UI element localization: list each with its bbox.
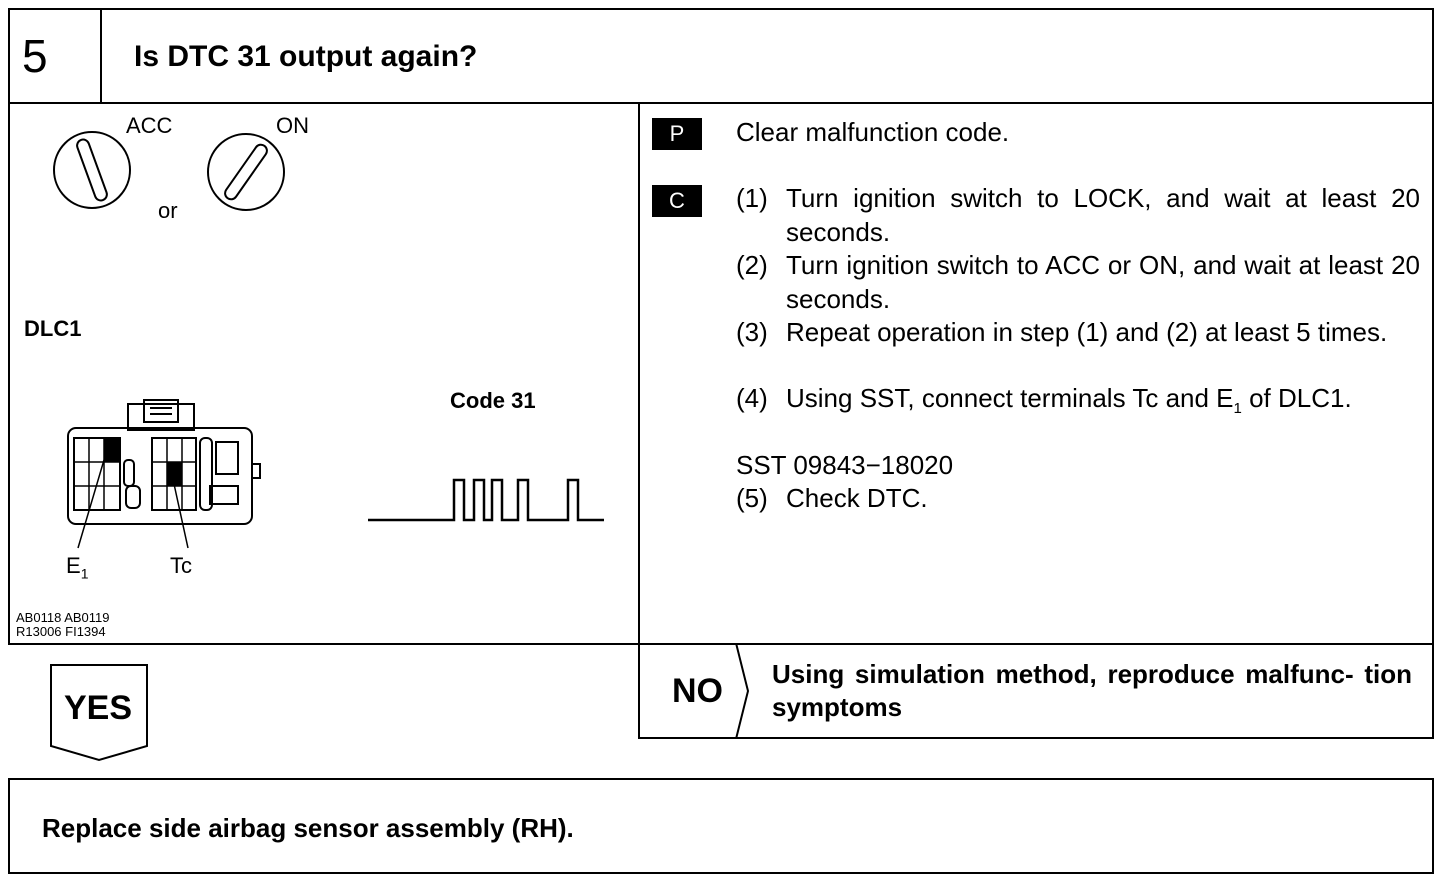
list-item: (5) Check DTC. bbox=[736, 482, 1420, 516]
terminal-e1-text: E bbox=[66, 553, 81, 578]
or-label: or bbox=[158, 198, 178, 223]
no-label: NO bbox=[672, 672, 723, 710]
on-label: ON bbox=[276, 113, 309, 138]
list-item: (4) Using SST, connect terminals Tc and … bbox=[736, 382, 1420, 426]
list-item-text-subscript: 1 bbox=[1233, 400, 1242, 418]
list-item-text: Check DTC. bbox=[786, 483, 928, 513]
result-box bbox=[8, 778, 1434, 874]
list-item-number: (1) bbox=[736, 183, 768, 213]
dlc1-connector-diagram bbox=[67, 399, 261, 549]
terminal-e1-label: E1 bbox=[66, 553, 88, 581]
code-label: Code 31 bbox=[450, 388, 536, 413]
list-item-number: (4) bbox=[736, 383, 768, 413]
list-item-text-after: of DLC1. bbox=[1241, 383, 1352, 413]
list-item-text: Turn ignition switch to LOCK, and wait a… bbox=[786, 183, 1420, 247]
list-item: (3) Repeat operation in step (1) and (2)… bbox=[736, 316, 1420, 350]
figure-ref-line-2: R13006 FI1394 bbox=[16, 624, 106, 639]
step-number: 5 bbox=[22, 30, 48, 82]
list-item-text-before: Using SST, connect terminals Tc and E bbox=[786, 383, 1234, 413]
ignition-switch-acc-icon bbox=[53, 131, 131, 209]
c-badge: C bbox=[652, 185, 702, 217]
list-item-text: Turn ignition switch to ACC or ON, and w… bbox=[786, 250, 1420, 314]
yes-arrow-shape bbox=[50, 664, 148, 762]
list-item: (2) Turn ignition switch to ACC or ON, a… bbox=[736, 249, 1420, 316]
content-divider bbox=[638, 102, 640, 739]
list-item-number: (5) bbox=[736, 483, 768, 513]
sst-number: SST 09843−18020 bbox=[736, 450, 954, 480]
p-badge: P bbox=[652, 118, 702, 150]
no-branch-text: Using simulation method, reproduce malfu… bbox=[772, 659, 1412, 722]
header-divider bbox=[100, 8, 102, 104]
terminal-tc-label: Tc bbox=[170, 553, 192, 578]
list-item-number: (3) bbox=[736, 317, 768, 347]
result-text: Replace side airbag sensor assembly (RH)… bbox=[42, 813, 574, 843]
list-item-text: Repeat operation in step (1) and (2) at … bbox=[786, 317, 1388, 347]
figure-ref-line-1: AB0118 AB0119 bbox=[16, 610, 110, 625]
acc-label: ACC bbox=[126, 113, 173, 138]
step-header bbox=[8, 8, 1434, 104]
list-item-number: (2) bbox=[736, 250, 768, 280]
terminal-e1-subscript: 1 bbox=[80, 565, 89, 582]
code-31-waveform bbox=[368, 478, 604, 522]
yes-label: YES bbox=[64, 689, 133, 727]
ignition-switch-on-icon bbox=[207, 133, 285, 211]
connector-name: DLC1 bbox=[24, 316, 82, 341]
list-item-text: Using SST, connect terminals Tc and E1 o… bbox=[786, 382, 1420, 426]
p-instruction: Clear malfunction code. bbox=[736, 117, 1010, 147]
no-arrow-shape bbox=[735, 643, 750, 739]
no-branch-box bbox=[638, 643, 1434, 739]
list-item: (1) Turn ignition switch to LOCK, and wa… bbox=[736, 182, 1420, 249]
step-question: Is DTC 31 output again? bbox=[134, 40, 478, 73]
